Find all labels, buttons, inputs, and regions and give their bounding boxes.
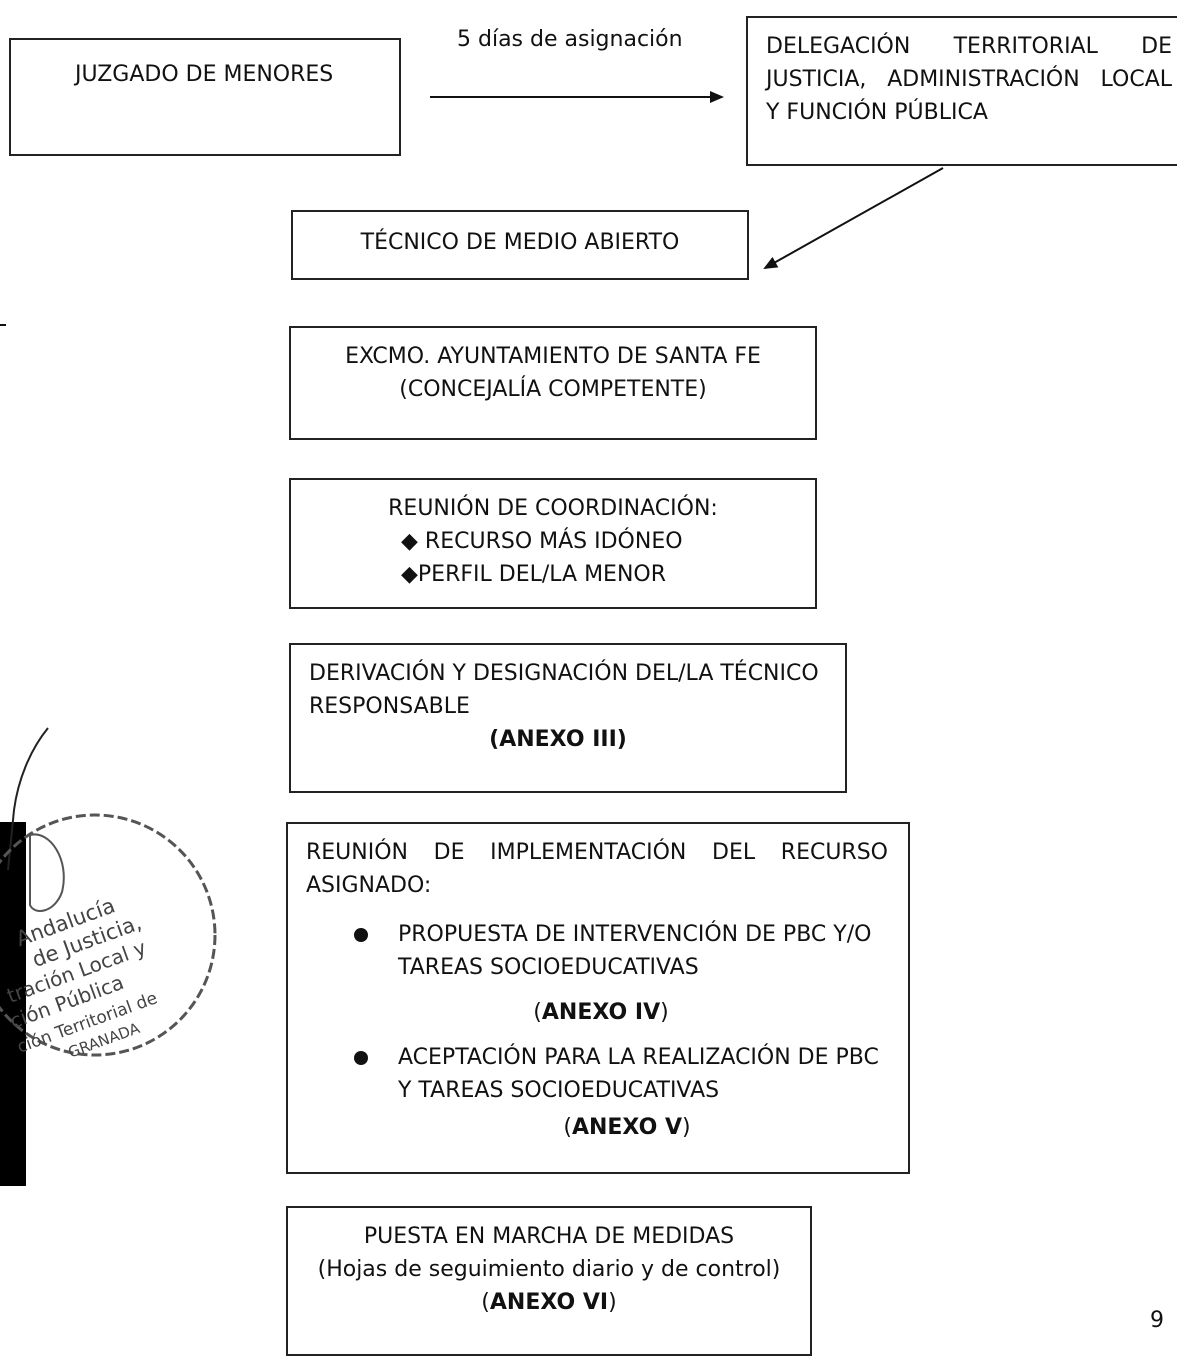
arrow-delegacion-to-tecnico bbox=[763, 167, 944, 269]
tecnico-label: TÉCNICO DE MEDIO ABIERTO bbox=[360, 230, 680, 255]
implementacion-item-1-line-1: PROPUESTA DE INTERVENCIÓN DE PBC Y/O bbox=[398, 922, 872, 947]
juzgado-label: JUZGADO DE MENORES bbox=[75, 62, 334, 87]
derivacion-line-2: RESPONSABLE bbox=[309, 694, 470, 719]
seal-circle bbox=[0, 813, 217, 1057]
bullet-dot-icon bbox=[354, 928, 368, 942]
implementacion-title-line-2: ASIGNADO: bbox=[306, 873, 432, 898]
derivacion-annex: (ANEXO III) bbox=[489, 727, 627, 752]
delegacion-line-3: Y FUNCIÓN PÚBLICA bbox=[766, 100, 988, 125]
annex-paren: ( bbox=[563, 1115, 572, 1140]
reunion-coordinacion-item: ◆ RECURSO MÁS IDÓNEO bbox=[401, 529, 683, 554]
ayuntamiento-line-1: EXCMO. AYUNTAMIENTO DE SANTA FE bbox=[345, 344, 761, 369]
annex-paren: ) bbox=[660, 1000, 669, 1025]
annex-paren: ) bbox=[608, 1290, 617, 1315]
delegacion-line-1: DELEGACIÓN TERRITORIAL DE bbox=[766, 34, 1172, 59]
implementacion-title-line-1: REUNIÓN DE IMPLEMENTACIÓN DEL RECURSO bbox=[306, 840, 888, 865]
puesta-line-2: (Hojas de seguimiento diario y de contro… bbox=[317, 1257, 781, 1282]
implementacion-box: REUNIÓN DE IMPLEMENTACIÓN DEL RECURSO AS… bbox=[286, 822, 910, 1174]
delegacion-box: DELEGACIÓN TERRITORIAL DE JUSTICIA, ADMI… bbox=[746, 16, 1177, 166]
implementacion-item-2-line-1: ACEPTACIÓN PARA LA REALIZACIÓN DE PBC bbox=[398, 1045, 879, 1070]
ayuntamiento-line-2: (CONCEJALÍA COMPETENTE) bbox=[399, 377, 707, 402]
puesta-line-1: PUESTA EN MARCHA DE MEDIDAS bbox=[363, 1224, 735, 1249]
annex-iv-label: ANEXO IV bbox=[541, 1000, 661, 1025]
delegacion-line-2: JUSTICIA, ADMINISTRACIÓN LOCAL bbox=[766, 67, 1172, 92]
left-margin-bar bbox=[0, 822, 26, 1186]
implementacion-annex-iv: (ANEXO IV) bbox=[306, 996, 888, 1029]
reunion-coordinacion-box: REUNIÓN DE COORDINACIÓN: ◆ RECURSO MÁS I… bbox=[289, 478, 817, 609]
annex-paren: ( bbox=[481, 1290, 490, 1315]
puesta-en-marcha-box: PUESTA EN MARCHA DE MEDIDAS (Hojas de se… bbox=[286, 1206, 812, 1356]
annex-v-label: ANEXO V bbox=[571, 1115, 683, 1140]
signature-stroke bbox=[7, 727, 49, 871]
implementacion-item-1: PROPUESTA DE INTERVENCIÓN DE PBC Y/O TAR… bbox=[306, 918, 888, 984]
puesta-annex: (ANEXO VI) bbox=[288, 1286, 810, 1319]
ayuntamiento-box: EXCMO. AYUNTAMIENTO DE SANTA FE (CONCEJA… bbox=[289, 326, 817, 440]
juzgado-box: JUZGADO DE MENORES bbox=[9, 38, 401, 156]
arrow-label: 5 días de asignación bbox=[457, 27, 683, 52]
implementacion-annex-v: (ANEXO V) bbox=[306, 1111, 888, 1144]
implementacion-item-2-line-2: Y TAREAS SOCIOEDUCATIVAS bbox=[398, 1078, 720, 1103]
derivacion-box: DERIVACIÓN Y DESIGNACIÓN DEL/LA TÉCNICO … bbox=[289, 643, 847, 793]
tecnico-box: TÉCNICO DE MEDIO ABIERTO bbox=[291, 210, 749, 280]
annex-paren: ( bbox=[533, 1000, 542, 1025]
reunion-coordinacion-title: REUNIÓN DE COORDINACIÓN: bbox=[388, 496, 718, 521]
derivacion-line-1: DERIVACIÓN Y DESIGNACIÓN DEL/LA TÉCNICO bbox=[309, 661, 819, 686]
implementacion-item-2: ACEPTACIÓN PARA LA REALIZACIÓN DE PBC Y … bbox=[306, 1041, 888, 1107]
annex-paren: ) bbox=[682, 1115, 691, 1140]
bullet-dot-icon bbox=[354, 1051, 368, 1065]
page-number: 9 bbox=[1150, 1308, 1164, 1333]
implementacion-item-1-line-2: TAREAS SOCIOEDUCATIVAS bbox=[398, 955, 699, 980]
annex-vi-label: ANEXO VI bbox=[489, 1290, 609, 1315]
reunion-coordinacion-item: ◆PERFIL DEL/LA MENOR bbox=[401, 562, 667, 587]
official-seal: Andalucía de Justicia, tración Local y c… bbox=[0, 727, 217, 1062]
seal-emblem bbox=[29, 833, 65, 912]
